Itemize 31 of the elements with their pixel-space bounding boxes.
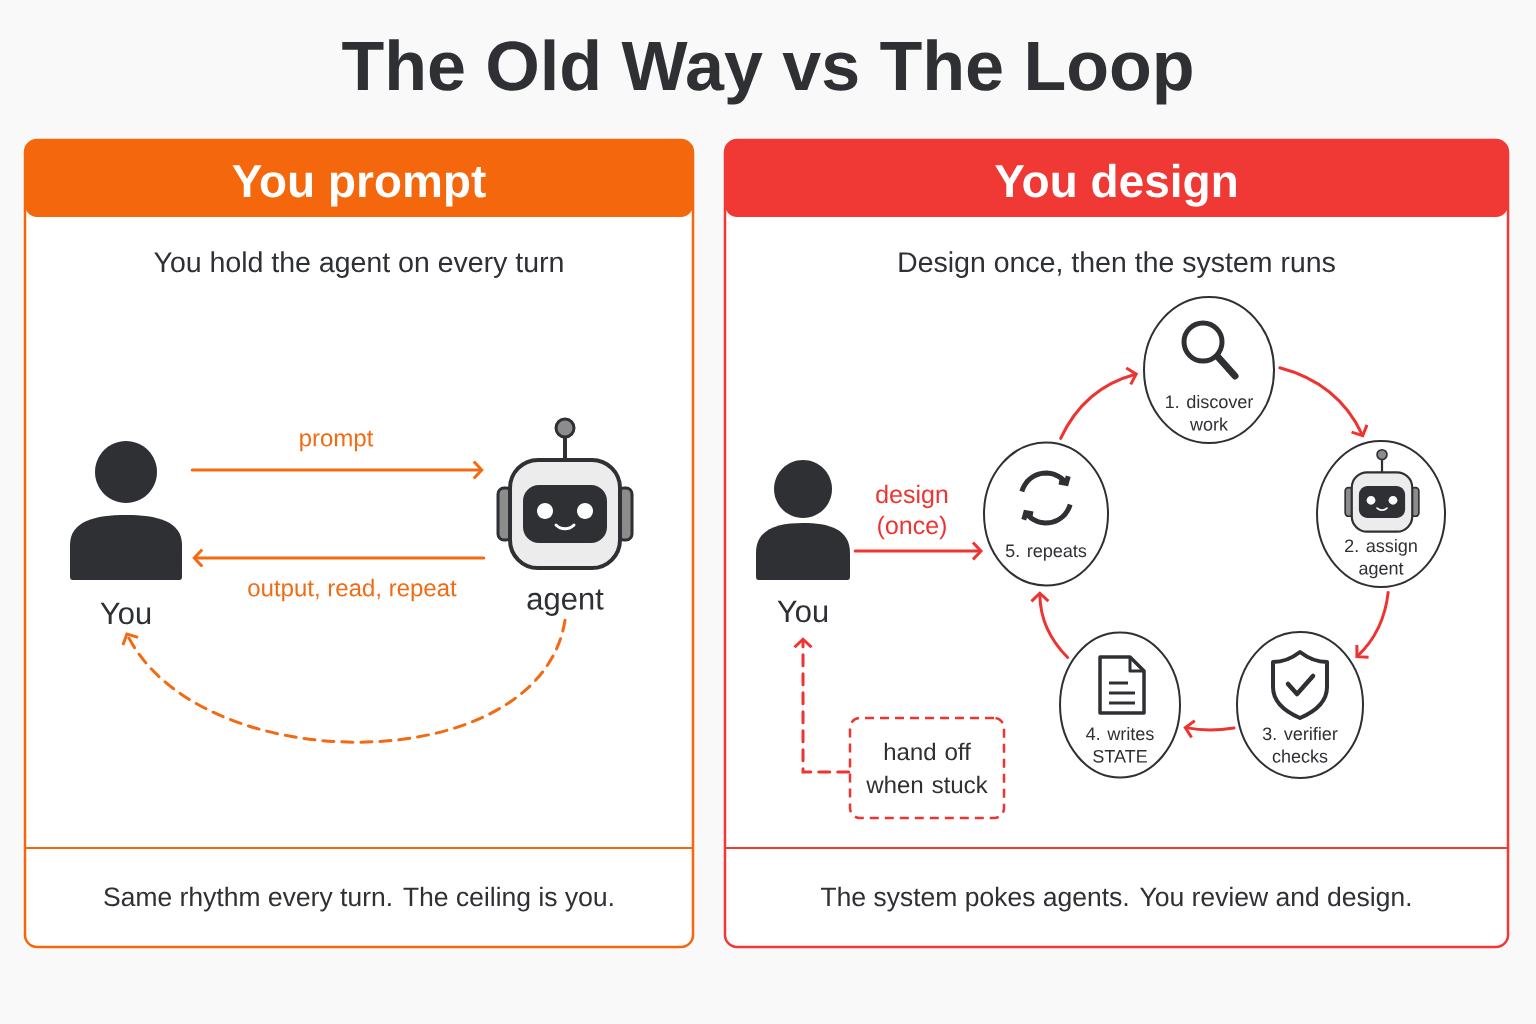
panel-heading: You design xyxy=(995,163,1236,207)
arrow xyxy=(853,541,983,561)
edge-label: design (once) xyxy=(876,484,948,540)
dashed-arrow xyxy=(793,637,851,774)
panel-heading: You prompt xyxy=(232,165,486,207)
panel-footer: Same rhythm every turn. The ceiling is you. xyxy=(104,886,613,912)
arrow xyxy=(1355,590,1390,659)
panel-subtitle: You hold the agent on every turn xyxy=(154,251,563,278)
arrow xyxy=(1183,719,1236,739)
panel-subtitle: Design once, then the system runs xyxy=(899,251,1335,278)
node-label: You xyxy=(777,600,828,623)
arrow xyxy=(1278,366,1369,438)
dashed-box xyxy=(848,716,1006,820)
arrow xyxy=(192,548,486,568)
arrow xyxy=(190,460,484,480)
arrow xyxy=(1059,366,1139,440)
box-label: hand off when stuck xyxy=(866,742,988,794)
panel xyxy=(23,138,695,949)
step-label: 1. discover work xyxy=(1166,394,1254,431)
dashed-arrow xyxy=(121,618,567,744)
title: The Old Way vs The Loop xyxy=(342,39,1192,105)
node-label: You xyxy=(100,602,151,625)
edge-label: prompt xyxy=(300,430,374,452)
step-label: 5. repeats xyxy=(1005,544,1087,561)
node-label: agent xyxy=(527,589,604,616)
step-label: 3. verifier checks xyxy=(1262,726,1338,763)
step-label: 4. writes STATE xyxy=(1086,726,1154,763)
panel-footer: The system pokes agents. You review and design. xyxy=(821,886,1411,912)
arrow xyxy=(1030,591,1070,659)
edge-label: output, read, repeat xyxy=(248,578,457,602)
step-label: 2. assign agent xyxy=(1345,538,1417,579)
